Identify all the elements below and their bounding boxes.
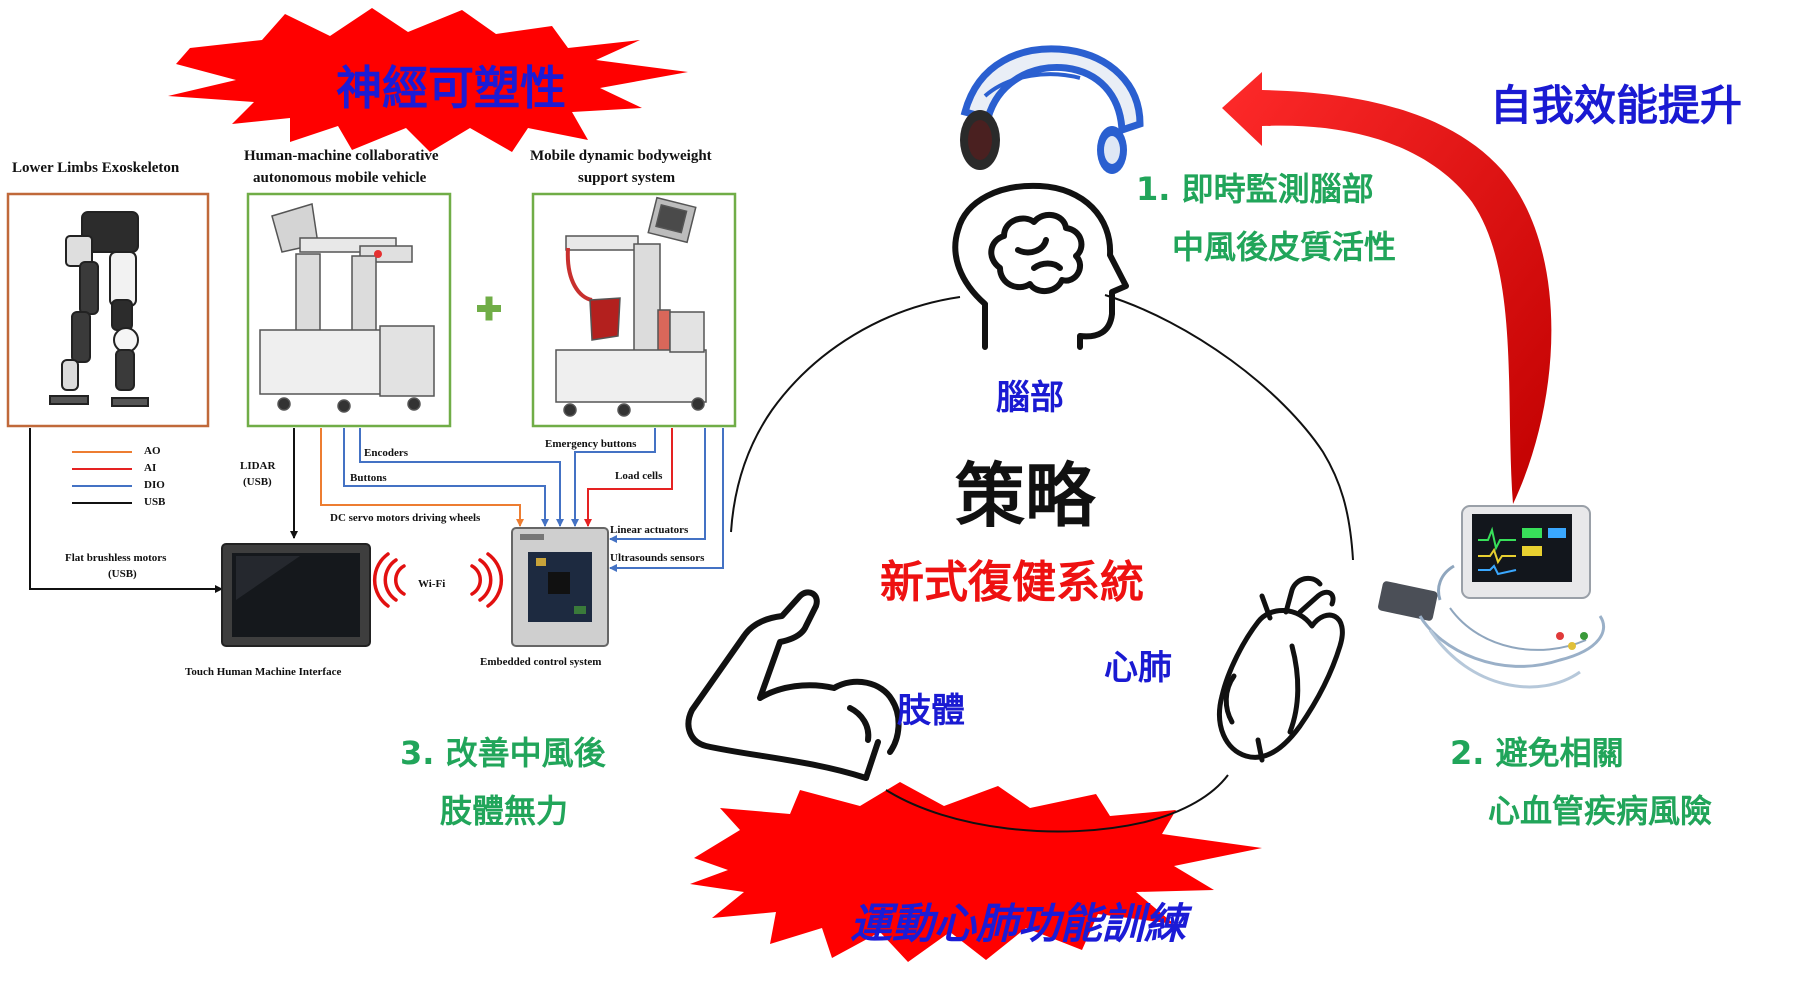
dio-line-encoders [359, 428, 564, 527]
flat-motors-line2: (USB) [108, 568, 137, 580]
vehicle-image [259, 203, 435, 413]
ultrasounds-label: Ultrasounds sensors [610, 552, 705, 564]
usb-line-exoskeleton [29, 428, 223, 593]
embedded-controller-image [511, 527, 609, 647]
linear-label: Linear actuators [610, 524, 689, 536]
lidar-label-line2: (USB) [243, 476, 272, 488]
circle-arc-top-left [730, 296, 961, 533]
circle-arc-bottom [885, 774, 1229, 833]
bws-title-line2: support system [578, 170, 676, 186]
encoders-label: Encoders [364, 447, 408, 459]
flat-motors-line1: Flat brushless motors [65, 552, 167, 564]
plus-icon [477, 296, 501, 321]
step1-line1: 1. 即時監測腦部 [1136, 170, 1374, 208]
embedded-label: Embedded control system [480, 656, 602, 668]
patient-monitor-image [1378, 505, 1606, 689]
dio-line-linear [609, 428, 706, 543]
strategy-title: 策略 [955, 455, 1095, 537]
legend-label-ao: AO [144, 445, 161, 457]
self-efficacy-arrow [1222, 72, 1552, 504]
load-cells-label: Load cells [615, 470, 663, 482]
ai-line-load-cells [584, 428, 673, 527]
cardiopulmonary-label: 心肺 [1104, 648, 1172, 688]
step3-line2: 肢體無力 [440, 792, 569, 830]
heart-icon [1217, 575, 1345, 763]
new-rehab-system-label: 新式復健系統 [880, 557, 1144, 608]
legend-label-usb: USB [144, 496, 166, 508]
dio-line-buttons [343, 428, 549, 527]
vehicle-title-line2: autonomous mobile vehicle [253, 170, 427, 186]
vehicle-title-line1: Human-machine collaborative [244, 148, 439, 164]
brain-head-icon [952, 182, 1129, 350]
eeg-headset-image [960, 45, 1144, 174]
arm-muscle-icon [685, 589, 902, 781]
emergency-label: Emergency buttons [545, 438, 637, 450]
exoskeleton-title: Lower Limbs Exoskeleton [12, 160, 180, 176]
servo-label: DC servo motors driving wheels [330, 512, 481, 524]
burst-bottom-label: 運動心肺功能訓練 [850, 899, 1187, 948]
bws-title-line1: Mobile dynamic bodyweight [530, 148, 712, 164]
limb-label: 肢體 [897, 691, 965, 731]
step3-line1: 3. 改善中風後 [400, 734, 606, 772]
touch-hmi-label: Touch Human Machine Interface [185, 666, 342, 678]
step1-line2: 中風後皮質活性 [1172, 228, 1397, 266]
dio-line-ultrasounds [609, 428, 724, 572]
self-efficacy-label: 自我效能提升 [1490, 81, 1743, 130]
wifi-left-icon [372, 552, 406, 608]
touch-hmi-image [221, 543, 371, 647]
ao-line-servo [320, 428, 524, 527]
bws-image [555, 196, 707, 417]
wifi-right-icon [470, 552, 504, 608]
buttons-label: Buttons [350, 472, 387, 484]
brain-label: 腦部 [996, 378, 1064, 418]
wifi-label: Wi-Fi [418, 578, 446, 590]
step2-line1: 2. 避免相關 [1450, 734, 1624, 772]
legend-label-ai: AI [144, 462, 157, 474]
burst-top-shape [168, 8, 688, 152]
exoskeleton-image [49, 211, 149, 407]
dio-line-emergency [571, 428, 656, 527]
step2-line2: 心血管疾病風險 [1488, 792, 1713, 830]
burst-top-label: 神經可塑性 [336, 61, 566, 115]
lidar-label-line1: LIDAR [240, 460, 276, 472]
circle-arc-top-right [1104, 294, 1354, 561]
legend-label-dio: DIO [144, 479, 165, 491]
